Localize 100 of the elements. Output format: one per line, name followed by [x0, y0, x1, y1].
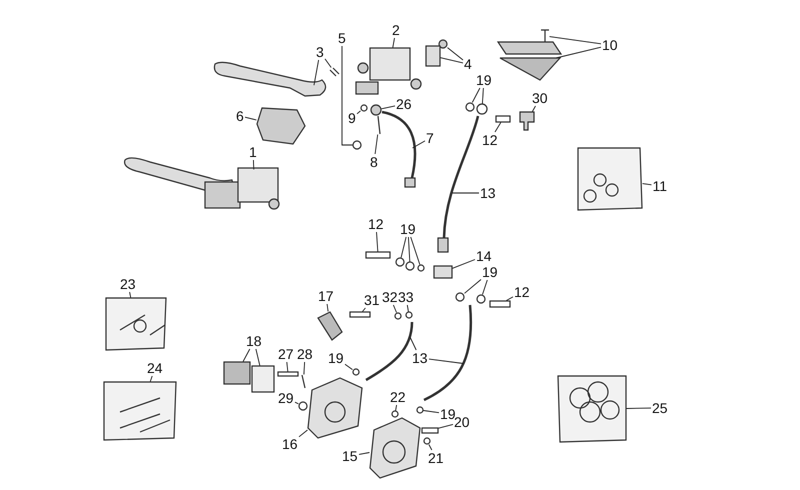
callout-number: 1	[249, 145, 257, 159]
callout-number: 21	[428, 451, 444, 465]
callout-number: 18	[246, 334, 262, 348]
callout-number: 24	[147, 361, 163, 375]
washer	[394, 312, 402, 320]
leader-line	[342, 46, 353, 146]
callout-number: 30	[532, 91, 548, 105]
brake-lever	[214, 62, 326, 97]
parts-bag	[557, 375, 627, 443]
callout-number: 13	[412, 351, 428, 365]
leader-line	[428, 358, 464, 364]
brake-hose	[437, 116, 480, 253]
leader-line	[356, 110, 361, 114]
callout-number: 10	[602, 38, 618, 52]
spring	[329, 67, 340, 77]
leader-line	[376, 232, 378, 252]
leader-line	[410, 336, 417, 350]
leader-line	[242, 348, 250, 362]
leader-line	[374, 134, 378, 154]
washer	[352, 140, 362, 150]
leader-line	[395, 404, 398, 411]
callout-number: 12	[514, 285, 530, 299]
leader-line	[286, 362, 288, 372]
nut	[298, 401, 308, 411]
callout-number: 26	[396, 97, 412, 111]
callout-number: 27	[278, 347, 294, 361]
callout-number: 8	[370, 155, 378, 169]
callout-number: 20	[454, 415, 470, 429]
master-cylinder-drawing	[124, 157, 280, 210]
callout-number: 17	[318, 289, 334, 303]
clip	[317, 311, 343, 341]
leader-line	[314, 60, 320, 86]
leader-line	[506, 296, 514, 301]
callout-number: 22	[390, 390, 406, 404]
leader-line	[549, 36, 602, 44]
leader-line	[255, 348, 260, 366]
bolt	[495, 115, 511, 123]
parts-bag	[103, 381, 177, 441]
callout-number: 25	[652, 401, 668, 415]
parts-bag	[577, 147, 643, 211]
bleed-cap	[391, 410, 399, 418]
leader-line	[406, 304, 409, 312]
leader-line	[381, 105, 396, 110]
callout-number: 19	[482, 265, 498, 279]
callout-number: 12	[368, 217, 384, 231]
parts-bag	[105, 297, 167, 351]
pin	[277, 371, 299, 377]
leader-line	[423, 410, 440, 414]
screw	[377, 116, 381, 134]
leader-line	[129, 292, 132, 298]
washer	[352, 368, 360, 376]
leader-line	[344, 364, 353, 370]
junction-block	[433, 265, 453, 279]
leader-line	[410, 236, 420, 265]
bolt	[349, 311, 371, 318]
leader-line	[472, 88, 480, 103]
callout-number: 6	[236, 109, 244, 123]
washer	[417, 264, 425, 272]
leader-line	[400, 236, 407, 258]
washer	[476, 294, 486, 304]
leader-line	[438, 424, 454, 429]
callout-number: 7	[426, 131, 434, 145]
callout-number: 28	[297, 347, 313, 361]
bolt	[365, 251, 391, 259]
washer	[465, 102, 475, 112]
bolt	[438, 39, 448, 49]
washer	[416, 406, 424, 414]
callout-number: 15	[342, 449, 358, 463]
brake-pad	[223, 361, 251, 385]
callout-number: 23	[120, 277, 136, 291]
leader-line	[642, 183, 652, 186]
callout-number: 32	[382, 290, 398, 304]
callout-number: 5	[338, 31, 346, 45]
master-cylinder-drawing	[355, 47, 422, 95]
leader-line	[494, 122, 502, 132]
washer	[405, 261, 415, 271]
leader-line	[412, 140, 426, 148]
leader-line	[244, 116, 257, 120]
banjo-fitting	[370, 104, 382, 116]
callout-number: 4	[464, 57, 472, 71]
switch-housing	[256, 107, 306, 145]
washer	[423, 437, 431, 445]
leader-line	[324, 58, 332, 68]
bolt	[489, 300, 511, 308]
brake-pad	[251, 365, 275, 393]
leader-line	[464, 279, 482, 294]
washer	[395, 257, 405, 267]
leader-line	[452, 259, 476, 269]
leader-line	[452, 192, 480, 194]
callout-number: 29	[278, 391, 294, 405]
callout-number: 3	[316, 45, 324, 59]
callout-number: 19	[440, 407, 456, 421]
callout-number: 16	[282, 437, 298, 451]
spring-clip	[301, 374, 306, 388]
screw	[540, 29, 550, 43]
callout-number: 31	[364, 293, 380, 307]
leader-line	[440, 57, 464, 64]
leader-line	[408, 236, 410, 262]
callout-number: 14	[476, 249, 492, 263]
brake-line	[382, 110, 416, 188]
